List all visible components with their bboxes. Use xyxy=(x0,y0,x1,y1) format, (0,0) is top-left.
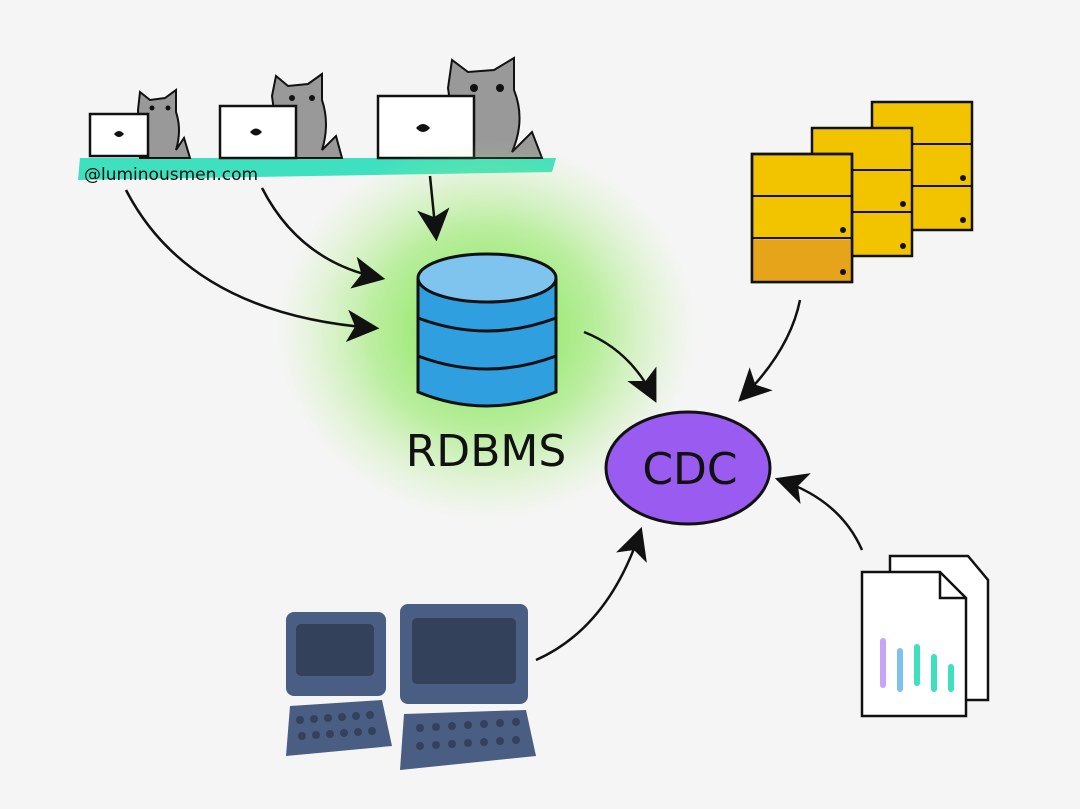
arrow-user3-to-db xyxy=(417,175,450,242)
report-document-icon xyxy=(860,554,990,718)
cat-at-laptop-icon xyxy=(88,88,192,159)
cat-at-laptop-icon xyxy=(218,72,344,160)
cdc-node xyxy=(604,410,772,526)
arrows xyxy=(124,175,864,662)
arrow-report-to-cdc xyxy=(774,473,864,551)
arrow-user1-to-db xyxy=(124,189,380,343)
database-icon xyxy=(416,252,558,408)
cdc-label: CDC xyxy=(642,444,737,495)
arrow-db-to-cdc xyxy=(583,330,657,403)
arrow-user2-to-db xyxy=(260,187,386,289)
database-label: RDBMS xyxy=(406,426,567,477)
watermark-label: @luminousmen.com xyxy=(84,165,258,185)
desktop-computer-icon xyxy=(286,604,536,770)
arrow-computers-to-cdc xyxy=(535,526,647,662)
spreadsheet-files-icon xyxy=(750,100,974,284)
users-group: @luminousmen.com xyxy=(78,56,556,185)
arrow-files-to-cdc xyxy=(738,299,802,402)
